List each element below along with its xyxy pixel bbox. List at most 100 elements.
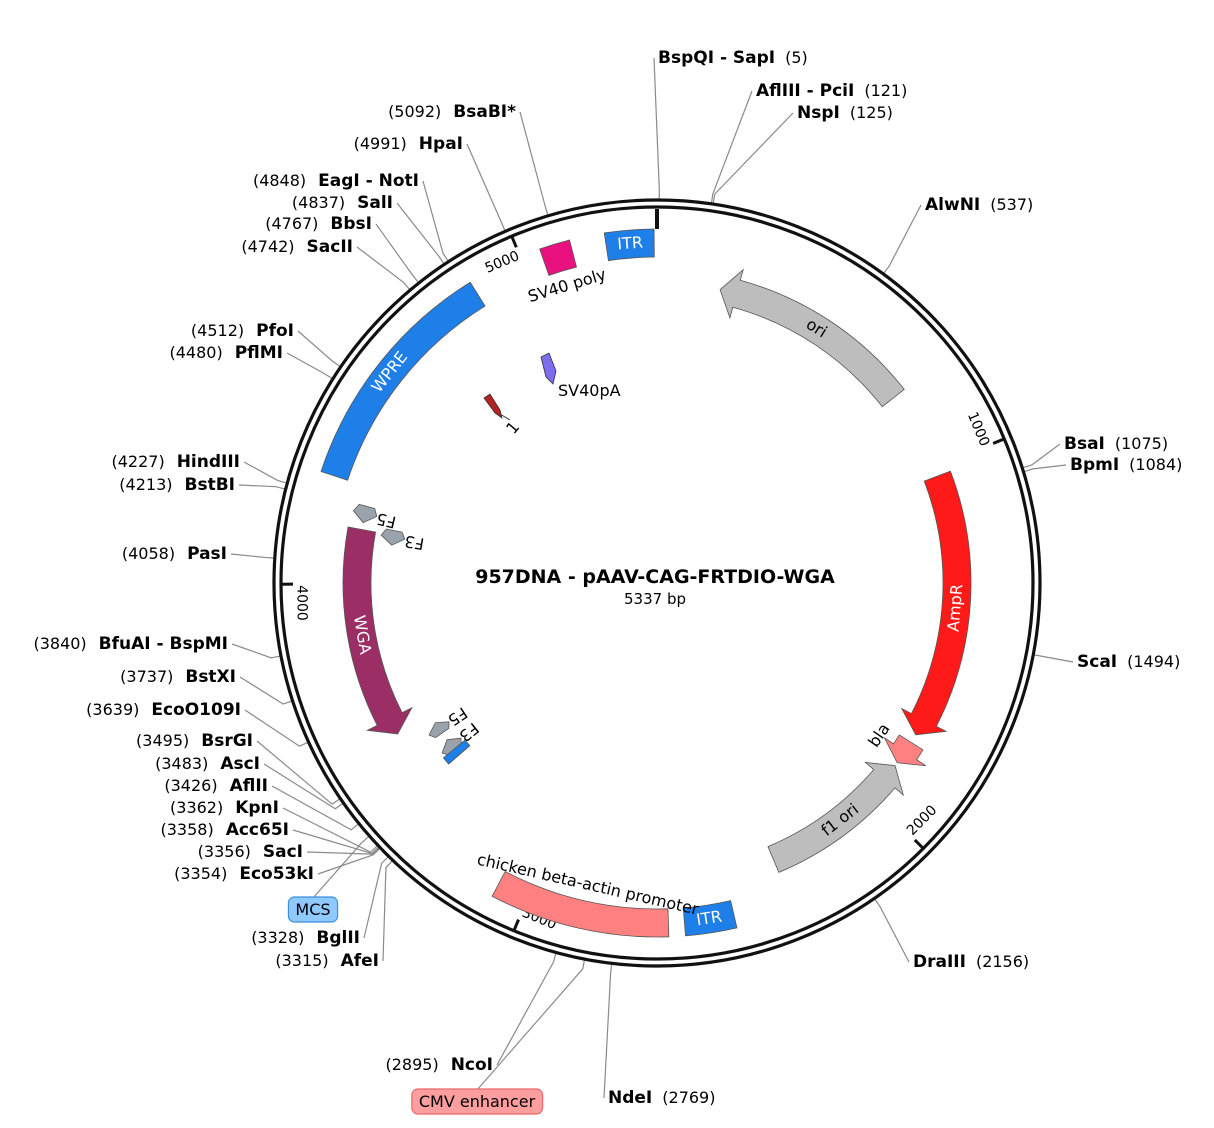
feature-f3-1-label: F3 — [403, 532, 425, 554]
site-pasi-position: (4058) — [122, 544, 175, 563]
site-ecoo109i-position: (3639) — [86, 700, 139, 719]
tick-label-5000: 5000 — [483, 248, 522, 277]
site-eco53ki: (3354)Eco53kI — [174, 864, 314, 884]
feature-itr-1: ITR — [603, 228, 655, 262]
site-ndei: NdeI(2769) — [608, 1088, 715, 1108]
feature-wga-shape — [342, 526, 413, 735]
plasmid-title-block: 957DNA - pAAV-CAG-FRTDIO-WGA 5337 bp — [475, 566, 835, 608]
leader-ecoo109i — [244, 709, 309, 747]
leader-bbsi — [375, 223, 420, 284]
site-bsrgi: (3495)BsrGI — [136, 731, 253, 751]
feature-f3-1-shape — [380, 528, 406, 546]
site-bsai-name: BsaI — [1064, 434, 1105, 454]
site-bpmi-position: (1084) — [1129, 455, 1182, 474]
site-bpmi: BpmI (1084) — [1070, 455, 1182, 475]
site-kpni-position: (3362) — [170, 798, 223, 817]
leader-bsrgi — [256, 740, 341, 805]
site-bsrgi-position: (3495) — [136, 731, 189, 750]
tick-mark-3000 — [512, 919, 520, 932]
feature-f5-1-label: F5 — [375, 509, 398, 532]
plasmid-title: 957DNA - pAAV-CAG-FRTDIO-WGA — [475, 566, 835, 588]
site-pfoi-position: (4512) — [191, 321, 244, 340]
site-hpai: (4991)HpaI — [354, 134, 463, 154]
feature-f3-2-mcs-shape — [442, 739, 471, 765]
leader-hindiii — [243, 461, 288, 484]
tick-label-1000: 1000 — [964, 410, 992, 449]
badge-mcs: MCS — [287, 896, 339, 923]
site-pflmi: (4480)PflMI — [169, 343, 283, 363]
site-saci-name: SacI — [263, 842, 303, 862]
site-alwni-name: AlwNI — [925, 195, 980, 215]
badge-mcs-box — [287, 896, 339, 923]
feature-f1-ori-shape — [767, 761, 905, 873]
site-ecoo109i-name: EcoO109I — [151, 700, 241, 720]
feature-f5-2-shape — [428, 721, 450, 739]
site-acc65i-position: (3358) — [161, 820, 214, 839]
primer-1-stem — [499, 413, 511, 421]
leader-eagi-noti — [422, 180, 449, 263]
backbone-outer-ring — [272, 198, 1042, 968]
leader-bsai — [1022, 443, 1061, 469]
primer-1-arrow — [483, 393, 503, 419]
feature-sv40-poly: SV40 poly — [526, 239, 608, 306]
site-afei: (3315) AfeI — [275, 951, 379, 971]
leader-sali — [396, 202, 445, 265]
leader-lines — [230, 57, 1074, 1099]
site-bbsi: (4767)BbsI — [265, 214, 372, 234]
site-bstxi-position: (3737) — [120, 667, 173, 686]
site-draiii-position: (2156) — [976, 952, 1029, 971]
leader-bsabi — [519, 111, 549, 216]
leader-draiii — [873, 898, 910, 963]
leader-bglii — [363, 855, 390, 939]
site-bstbi: (4213)BstBI — [119, 475, 235, 495]
site-bstxi: (3737) BstXI — [120, 667, 236, 687]
feature-f1-ori: f1 ori — [767, 761, 905, 873]
feature-cba-promoter-shape — [491, 870, 670, 938]
leader-nspi — [712, 112, 794, 205]
site-bstxi-name: BstXI — [185, 667, 236, 687]
leader-pasi — [230, 553, 275, 559]
tick-mark-1000 — [992, 437, 1005, 445]
site-bpmi-name: BpmI — [1070, 455, 1119, 475]
feature-f5-1-shape — [352, 503, 378, 524]
leader-asci — [263, 763, 344, 810]
feature-f5-1: F5 — [352, 503, 398, 532]
leader-pflmi — [286, 352, 334, 380]
leader-ncoi — [496, 952, 557, 1066]
site-aflii: (3426)AflII — [164, 776, 268, 796]
site-draiii: DraIII(2156) — [913, 952, 1029, 972]
site-nspi: NspI(125) — [797, 103, 893, 123]
site-scai-name: ScaI — [1077, 652, 1117, 672]
inner-features: SV40pA 1 — [483, 352, 621, 438]
badge-mcs-leader — [312, 835, 370, 899]
site-ncoi: (2895)NcoI — [385, 1055, 493, 1075]
feature-sv40-poly-label: SV40 poly — [526, 265, 608, 306]
feature-itr-2: ITR — [682, 900, 738, 937]
site-sacii: (4742)SacII — [241, 237, 353, 257]
site-sacii-name: SacII — [307, 237, 353, 257]
badge-cmv-enhancer-box — [411, 1088, 544, 1115]
site-ndei-position: (2769) — [662, 1088, 715, 1107]
site-bspqi-sapi: BspQI - SapI(5) — [658, 48, 808, 68]
site-hpai-position: (4991) — [354, 134, 407, 153]
site-eagi-noti-name: EagI - NotI — [318, 171, 419, 191]
leader-sacii — [356, 246, 411, 291]
feature-itr-2-label: ITR — [695, 907, 723, 930]
site-pflmi-name: PflMI — [235, 343, 283, 363]
site-kpni: (3362) KpnI — [170, 798, 279, 818]
site-kpni-name: KpnI — [235, 798, 279, 818]
leader-bstxi — [239, 676, 293, 705]
leader-bfuai-bspmi — [231, 643, 282, 659]
leader-saci — [306, 846, 381, 855]
tick-label-2000: 2000 — [904, 802, 940, 839]
site-eco53ki-name: Eco53kI — [239, 864, 314, 884]
leader-hpai — [466, 143, 506, 232]
site-afei-name: AfeI — [341, 951, 379, 971]
site-afei-position: (3315) — [275, 951, 328, 970]
site-afliii-pcii-position: (121) — [864, 81, 907, 100]
feature-itr-1-shape — [603, 228, 655, 262]
site-bfuai-bspmi-name: BfuAI - BspMI — [99, 634, 228, 654]
